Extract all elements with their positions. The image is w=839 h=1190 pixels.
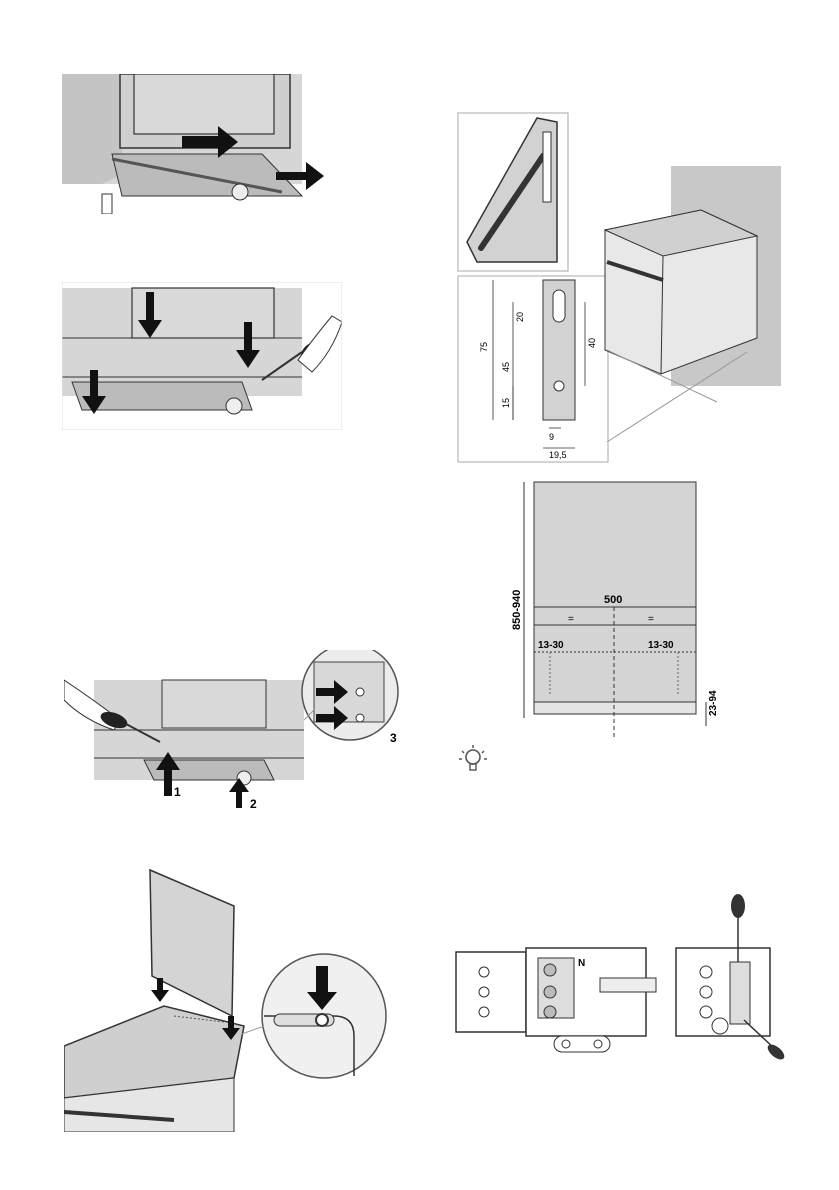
dim-40: 40: [587, 338, 597, 348]
figure-tipping-bracket: 75 20 45 15 40 9 19,5: [457, 112, 797, 464]
dim-9: 9: [549, 432, 554, 442]
figure-drawer-lower: [62, 282, 342, 430]
lightbulb-icon: [456, 743, 490, 777]
dim-eq-right: =: [648, 614, 654, 625]
figure-wall-dimensions: 850-940 500 = = 13-30 13-30 23-94: [508, 480, 722, 742]
dim-20: 20: [515, 312, 525, 322]
dim-offset-left: 13-30: [538, 640, 564, 651]
label-3: 3: [390, 731, 397, 745]
label-2: 2: [250, 797, 257, 811]
dim-15: 15: [501, 398, 511, 408]
figure-drawer-insert: 1 2 3: [64, 650, 404, 812]
dim-bottom: 23-94: [708, 690, 719, 716]
figure-terminal-block: N: [450, 888, 790, 1064]
dim-height: 850-940: [511, 590, 523, 630]
dim-75: 75: [479, 342, 489, 352]
dim-eq-left: =: [568, 614, 574, 625]
n-label: N: [578, 958, 585, 969]
label-1: 1: [174, 785, 181, 799]
figure-lid-mount: [64, 866, 394, 1132]
dim-width: 500: [604, 594, 622, 606]
dim-19-5: 19,5: [549, 450, 567, 460]
dim-45: 45: [501, 362, 511, 372]
dim-offset-right: 13-30: [648, 640, 674, 651]
figure-drawer-remove: [62, 74, 332, 214]
